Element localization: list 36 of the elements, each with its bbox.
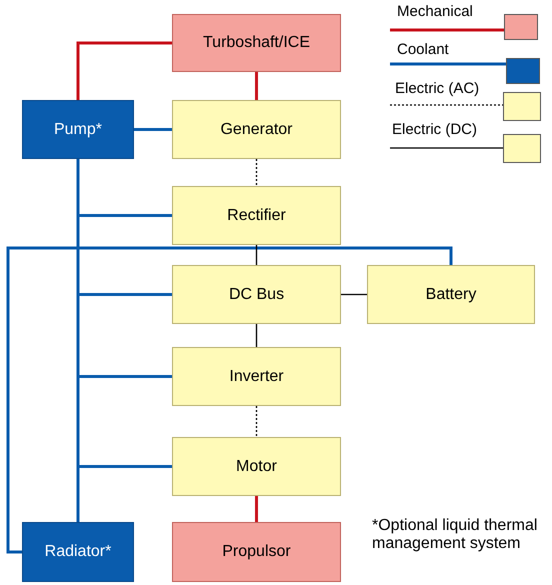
box-label: Inverter [229, 368, 284, 386]
connector-line [255, 72, 258, 100]
connector-line [76, 42, 172, 100]
box-label: Turboshaft/ICE [202, 34, 310, 52]
legend-label: Electric (AC) [395, 80, 480, 97]
process-box [22, 100, 134, 159]
connector-line [134, 128, 172, 131]
legend-label: Coolant [397, 41, 449, 58]
process-box [367, 265, 535, 324]
connector-line [341, 294, 367, 296]
process-box [172, 522, 341, 582]
process-box [172, 437, 341, 496]
process-box [22, 522, 134, 582]
process-box [172, 347, 341, 406]
connector-line [76, 159, 80, 522]
process-box [172, 186, 341, 245]
process-box [172, 265, 341, 324]
connector-line [256, 324, 258, 347]
connector-line [6, 246, 452, 554]
process-box [172, 100, 341, 159]
footnote: *Optional liquid thermal management system [372, 517, 538, 553]
box-label: Rectifier [227, 206, 286, 224]
box-label: Generator [220, 120, 293, 138]
box-label: DC Bus [228, 286, 284, 304]
legend-label: Electric (DC) [392, 121, 477, 138]
box-label: Propulsor [222, 543, 291, 561]
box-label: Pump* [54, 120, 102, 138]
legend-label: Mechanical [397, 3, 473, 20]
box-label: Battery [426, 286, 476, 304]
box-label: Radiator* [44, 543, 112, 561]
connector-line [256, 406, 258, 437]
process-box [172, 14, 341, 72]
connector-line [255, 496, 258, 522]
box-label: Motor [236, 458, 277, 476]
connector-line [256, 159, 258, 186]
connector-line [256, 245, 258, 265]
